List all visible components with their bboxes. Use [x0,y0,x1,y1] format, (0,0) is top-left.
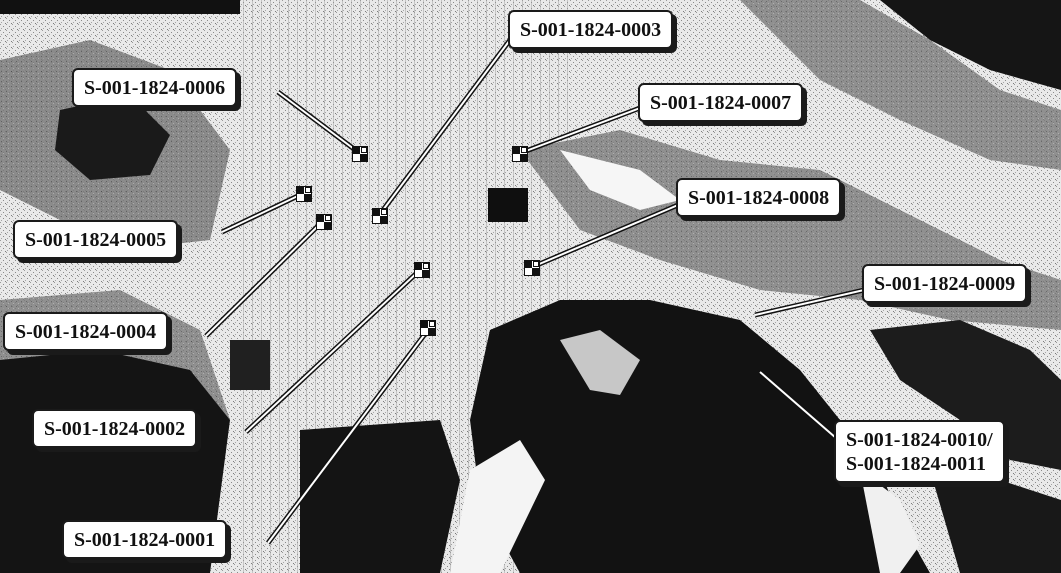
sample-label-text: S-001-1824-0004 [15,321,157,343]
sample-label-text: S-001-1824-0001 [74,529,216,551]
sample-location-icon[interactable] [296,186,312,202]
sample-label-text: S-001-1824-0005 [25,229,167,251]
sample-label-text: S-001-1824-0003 [520,19,662,41]
sample-label-text: S-001-1824-0011 [846,453,986,475]
sample-label-0001[interactable]: S-001-1824-0001 [62,520,228,559]
sample-label-0009[interactable]: S-001-1824-0009 [862,264,1028,303]
sample-location-icon[interactable] [372,208,388,224]
sample-label-0008[interactable]: S-001-1824-0008 [676,178,842,217]
sample-location-icon[interactable] [352,146,368,162]
header-strip [0,0,240,14]
sample-location-icon[interactable] [414,262,430,278]
sample-location-icon[interactable] [524,260,540,276]
sample-label-text: S-001-1824-0007 [650,92,792,114]
sample-label-0004[interactable]: S-001-1824-0004 [3,312,169,351]
sample-location-icon[interactable] [420,320,436,336]
sample-label-text: S-001-1824-0009 [874,273,1016,295]
sample-label-0007[interactable]: S-001-1824-0007 [638,83,804,122]
sample-label-text: S-001-1824-0008 [688,187,830,209]
sample-label-text: S-001-1824-0002 [44,418,186,440]
sample-label-0005[interactable]: S-001-1824-0005 [13,220,179,259]
sample-label-text: S-001-1824-0010/ [846,429,993,451]
sample-label-text: S-001-1824-0006 [84,77,226,99]
sample-location-icon[interactable] [316,214,332,230]
sample-label-0003[interactable]: S-001-1824-0003 [508,10,674,49]
sample-label-0006[interactable]: S-001-1824-0006 [72,68,238,107]
sample-location-icon[interactable] [512,146,528,162]
sample-label-0010-0011[interactable]: S-001-1824-0010/ S-001-1824-0011 [834,420,1005,483]
sample-label-0002[interactable]: S-001-1824-0002 [32,409,198,448]
